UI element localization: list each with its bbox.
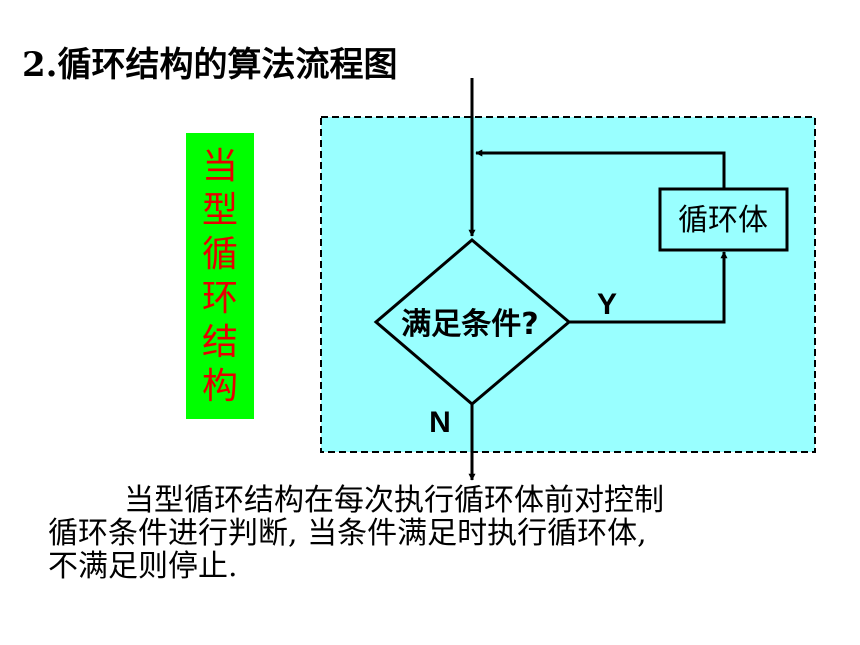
description-line: 循环条件进行判断, 当条件满足时执行循环体, <box>48 516 647 551</box>
structure-label-char: 构 <box>201 366 238 407</box>
structure-label-char: 环 <box>201 278 238 319</box>
loop-body-box <box>658 187 789 252</box>
description-line: 不满足则停止. <box>48 549 238 584</box>
structure-label-char: 当 <box>201 146 238 187</box>
yes-arrow <box>569 251 728 324</box>
description-line: 当型循环结构在每次执行循环体前对控制 <box>124 483 664 518</box>
yes-label: Y <box>597 288 617 321</box>
structure-label-char: 型 <box>201 190 238 231</box>
structure-label: 当 型 循 环 结 构 <box>186 133 254 419</box>
return-arrow <box>475 149 726 189</box>
structure-label-char: 结 <box>201 322 238 363</box>
structure-label-char: 循 <box>201 234 238 275</box>
page-title: 2.循环结构的算法流程图 <box>22 45 398 85</box>
loop-body-label: 循环体 <box>678 203 768 238</box>
description: 当型循环结构在每次执行循环体前对控制 循环条件进行判断, 当条件满足时执行循环体… <box>48 484 664 583</box>
no-label: N <box>429 406 451 439</box>
condition-label: 满足条件? <box>401 307 538 342</box>
loop-region <box>320 116 816 453</box>
